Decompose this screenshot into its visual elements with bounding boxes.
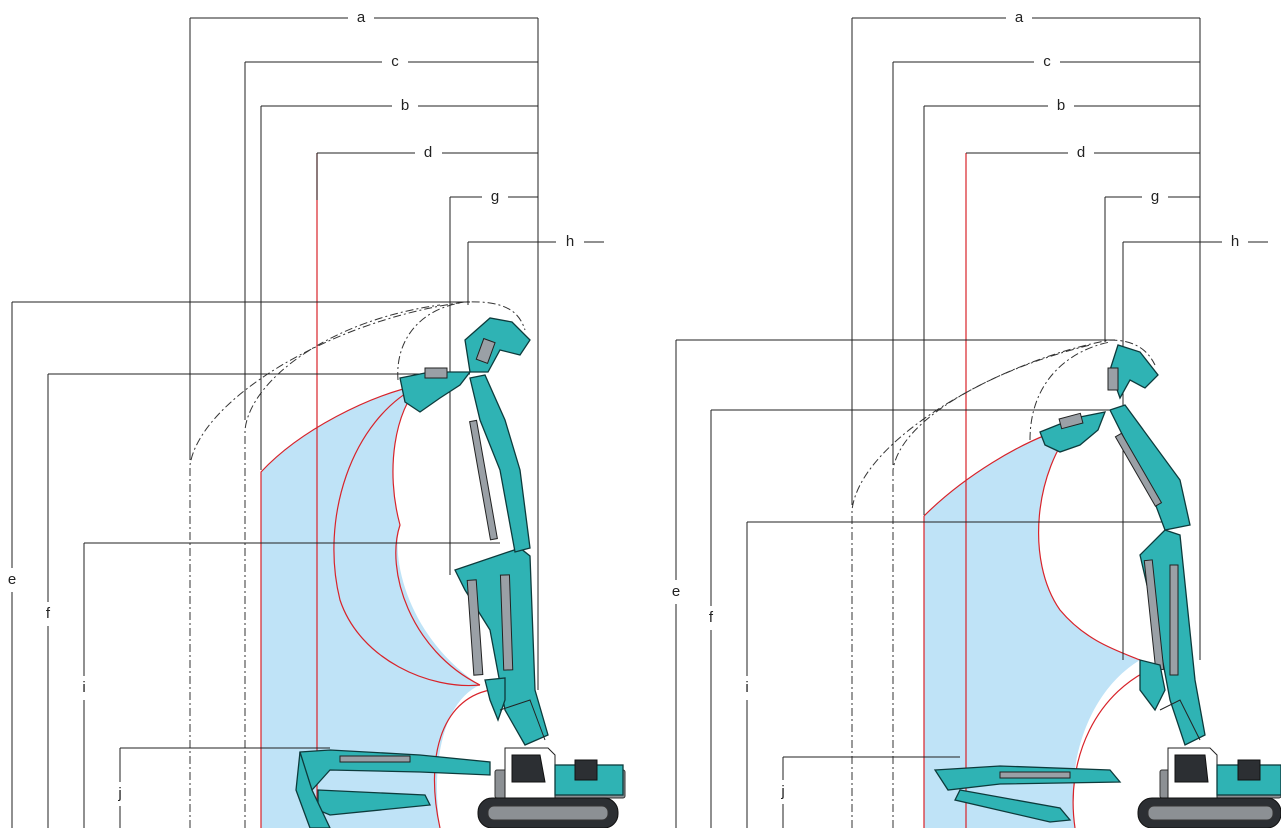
- right-label-a: a: [1015, 9, 1024, 26]
- right-diagram: a c b d g h e f i j: [672, 9, 1281, 828]
- left-reach-curve-outer: [260, 384, 421, 828]
- left-diagram: a c b d g h e f i j: [8, 9, 626, 828]
- left-label-e: e: [8, 571, 16, 588]
- right-label-j: j: [780, 783, 784, 800]
- left-label-b: b: [401, 97, 409, 114]
- right-reach-curve-inner: [1038, 424, 1141, 661]
- right-label-f: f: [709, 609, 714, 626]
- right-label-h: h: [1231, 233, 1239, 250]
- right-ground-hatch: [1159, 699, 1201, 741]
- left-ground-hatch: [499, 699, 546, 741]
- left-label-h: h: [566, 233, 574, 250]
- right-label-e: e: [672, 583, 680, 600]
- right-label-d: d: [1077, 144, 1085, 161]
- excavator-right-icon: [933, 344, 1281, 828]
- right-dashdot-c: [892, 344, 1091, 828]
- left-work-envelope: [261, 385, 480, 828]
- right-label-g: g: [1151, 188, 1159, 205]
- right-work-envelope: [924, 425, 1140, 828]
- right-label-c: c: [1043, 53, 1051, 70]
- left-label-j: j: [117, 785, 121, 802]
- right-reach-curve-low: [1072, 664, 1161, 828]
- right-dashdot-b: [1029, 341, 1111, 441]
- right-label-i: i: [745, 679, 748, 696]
- right-label-b: b: [1057, 97, 1065, 114]
- left-reach-curve-inner: [392, 384, 481, 686]
- left-label-d: d: [424, 144, 432, 161]
- left-reach-curve-low: [433, 689, 491, 828]
- left-label-i: i: [82, 679, 85, 696]
- left-label-g: g: [491, 188, 499, 205]
- left-dashdot-a: [189, 301, 526, 828]
- left-label-a: a: [357, 9, 366, 26]
- excavator-left-icon: [295, 317, 626, 828]
- left-label-f: f: [46, 605, 51, 622]
- left-reach-curve-mid: [333, 384, 481, 687]
- left-dashdot-b: [397, 302, 461, 381]
- left-label-c: c: [391, 53, 399, 70]
- left-dashdot-c: [244, 304, 441, 828]
- right-dashdot-a: [851, 339, 1156, 828]
